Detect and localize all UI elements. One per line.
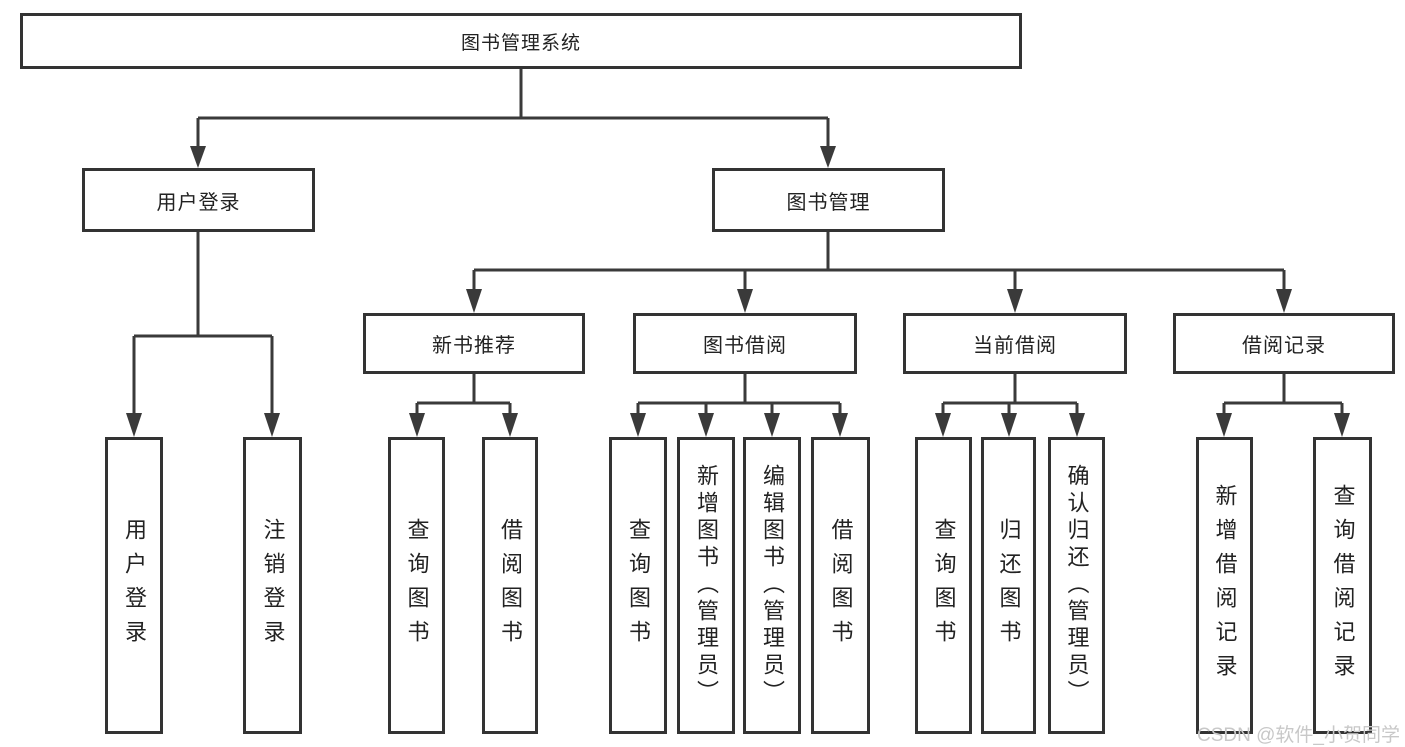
leaf-query-book-1-label: 查询图书 — [404, 517, 430, 654]
node-root: 图书管理系统 — [20, 13, 1022, 69]
node-borrow-records-label: 借阅记录 — [1242, 335, 1326, 357]
leaf-edit-book-admin: 编辑图书（管理员） — [743, 437, 801, 734]
leaf-query-book-1: 查询图书 — [388, 437, 445, 734]
leaf-logout: 注销登录 — [243, 437, 302, 734]
leaf-borrow-book-1: 借阅图书 — [482, 437, 538, 734]
leaf-add-borrow-record: 新增借阅记录 — [1196, 437, 1253, 734]
node-borrow-records: 借阅记录 — [1173, 313, 1395, 374]
leaf-logout-label: 注销登录 — [260, 517, 286, 654]
leaf-query-book-2-label: 查询图书 — [626, 517, 651, 654]
leaf-return-book-label: 归还图书 — [996, 517, 1022, 654]
leaf-borrow-book-1-label: 借阅图书 — [498, 517, 523, 654]
leaf-confirm-return-admin-label: 确认归还（管理员） — [1064, 464, 1090, 707]
node-current-borrow: 当前借阅 — [903, 313, 1127, 374]
node-book-borrow: 图书借阅 — [633, 313, 857, 374]
leaf-query-book-3: 查询图书 — [915, 437, 972, 734]
leaf-borrow-book-2-label: 借阅图书 — [828, 517, 854, 654]
leaf-add-book-admin-label: 新增图书（管理员） — [694, 464, 719, 707]
node-user-login-label: 用户登录 — [156, 191, 241, 214]
leaf-edit-book-admin-label: 编辑图书（管理员） — [760, 464, 785, 707]
node-book-management: 图书管理 — [712, 168, 945, 232]
node-book-borrow-label: 图书借阅 — [703, 335, 787, 357]
leaf-user-login: 用户登录 — [105, 437, 163, 734]
node-user-login: 用户登录 — [82, 168, 315, 232]
node-book-management-label: 图书管理 — [786, 191, 871, 214]
leaf-borrow-book-2: 借阅图书 — [811, 437, 870, 734]
leaf-query-borrow-record: 查询借阅记录 — [1313, 437, 1372, 734]
leaf-user-login-label: 用户登录 — [122, 517, 147, 654]
node-new-book-recommend-label: 新书推荐 — [432, 335, 516, 357]
csdn-watermark: CSDN @软件_小贺同学 — [1197, 725, 1400, 746]
leaf-return-book: 归还图书 — [981, 437, 1036, 734]
leaf-confirm-return-admin: 确认归还（管理员） — [1048, 437, 1105, 734]
node-current-borrow-label: 当前借阅 — [973, 335, 1057, 357]
leaf-query-book-2: 查询图书 — [609, 437, 667, 734]
leaf-query-book-3-label: 查询图书 — [931, 517, 957, 654]
leaf-query-borrow-record-label: 查询借阅记录 — [1330, 483, 1356, 688]
leaf-add-borrow-record-label: 新增借阅记录 — [1212, 483, 1238, 688]
leaf-add-book-admin: 新增图书（管理员） — [677, 437, 735, 734]
node-new-book-recommend: 新书推荐 — [363, 313, 585, 374]
node-root-label: 图书管理系统 — [460, 32, 581, 54]
